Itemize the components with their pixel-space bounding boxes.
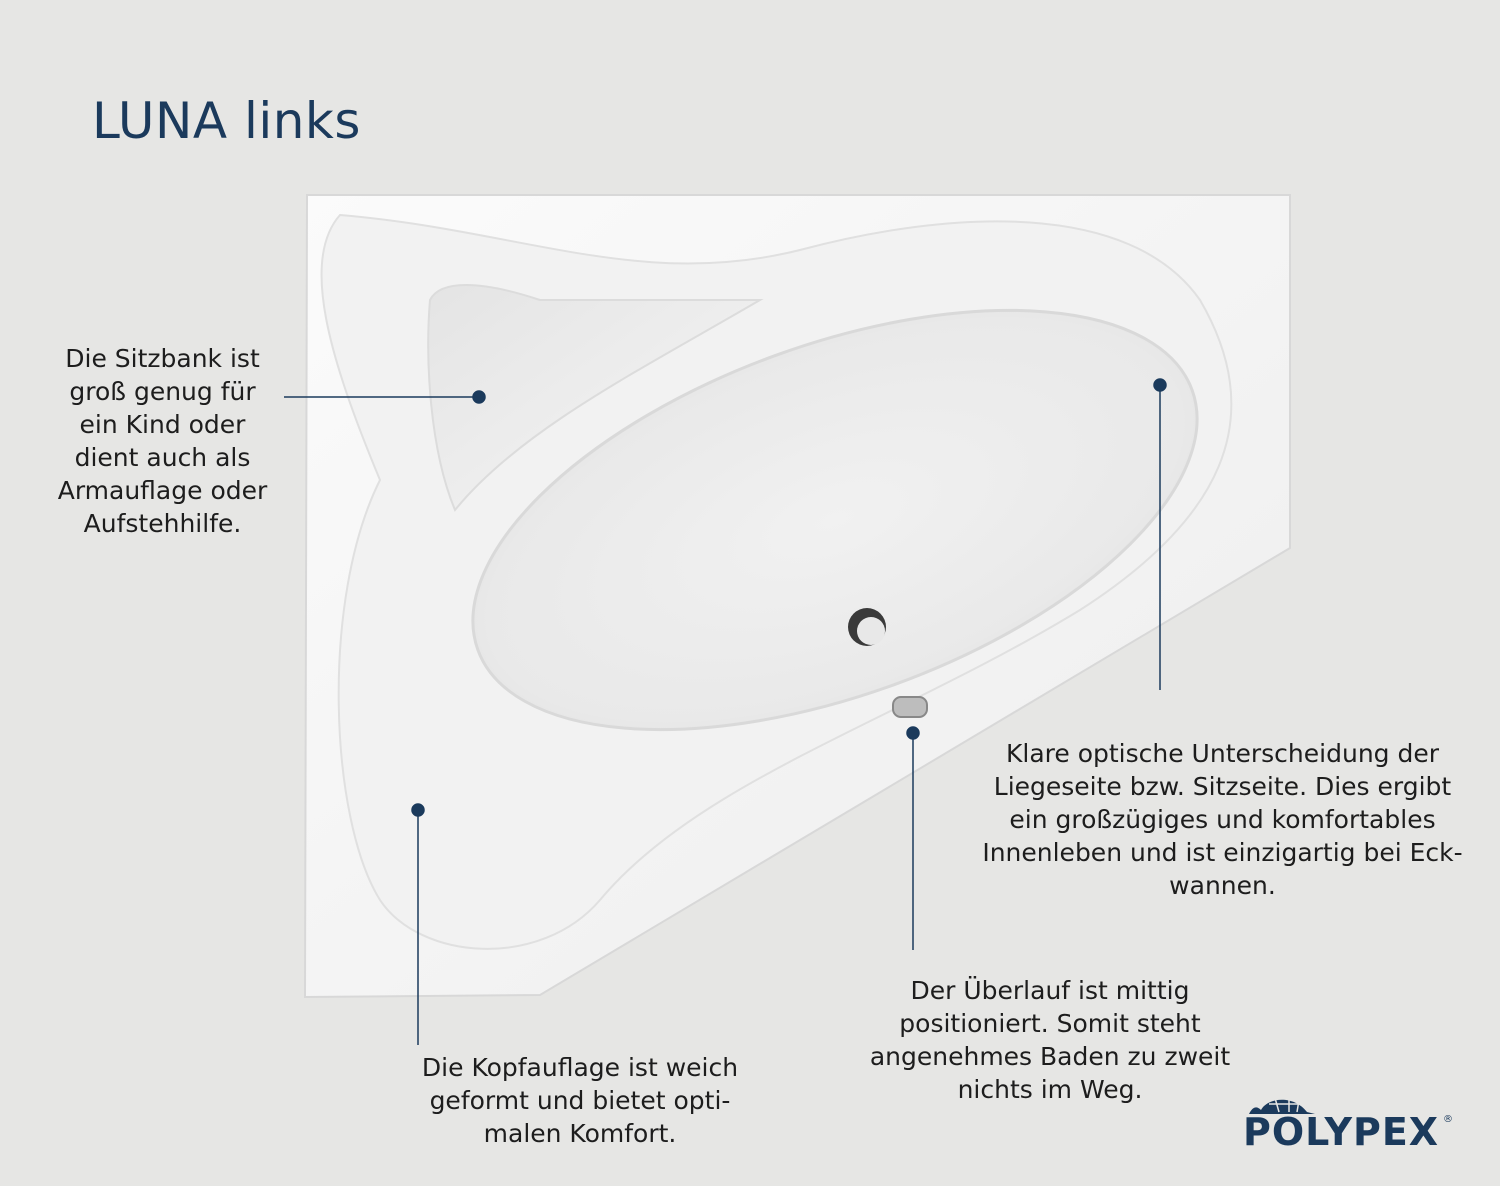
tub-basin xyxy=(471,308,1199,732)
callout-dot-seat xyxy=(472,390,486,404)
seat-bench xyxy=(427,284,764,512)
callout-seat: Die Sitzbank ist groß genug für ein Kind… xyxy=(57,344,268,538)
callout-dot-headrest xyxy=(411,803,425,817)
callout-dot-sides xyxy=(1153,378,1167,392)
logo-text: POLYPEX xyxy=(1243,1110,1440,1154)
callout-sides: Klare optische Unterscheidung der Lieges… xyxy=(982,739,1463,900)
overflow xyxy=(892,696,928,718)
callout-overflow: Der Überlauf ist mittig positioniert. So… xyxy=(869,976,1231,1104)
polypex-logo: POLYPEX ® xyxy=(1243,1092,1453,1154)
callout-dot-overflow xyxy=(906,726,920,740)
logo-registered: ® xyxy=(1443,1114,1453,1125)
page-title: LUNA links xyxy=(92,92,361,150)
callout-headrest: Die Kopfauflage ist weich geformt und bi… xyxy=(421,1053,739,1148)
turtle-icon xyxy=(1249,1096,1315,1114)
callout-lines xyxy=(284,378,1167,1045)
